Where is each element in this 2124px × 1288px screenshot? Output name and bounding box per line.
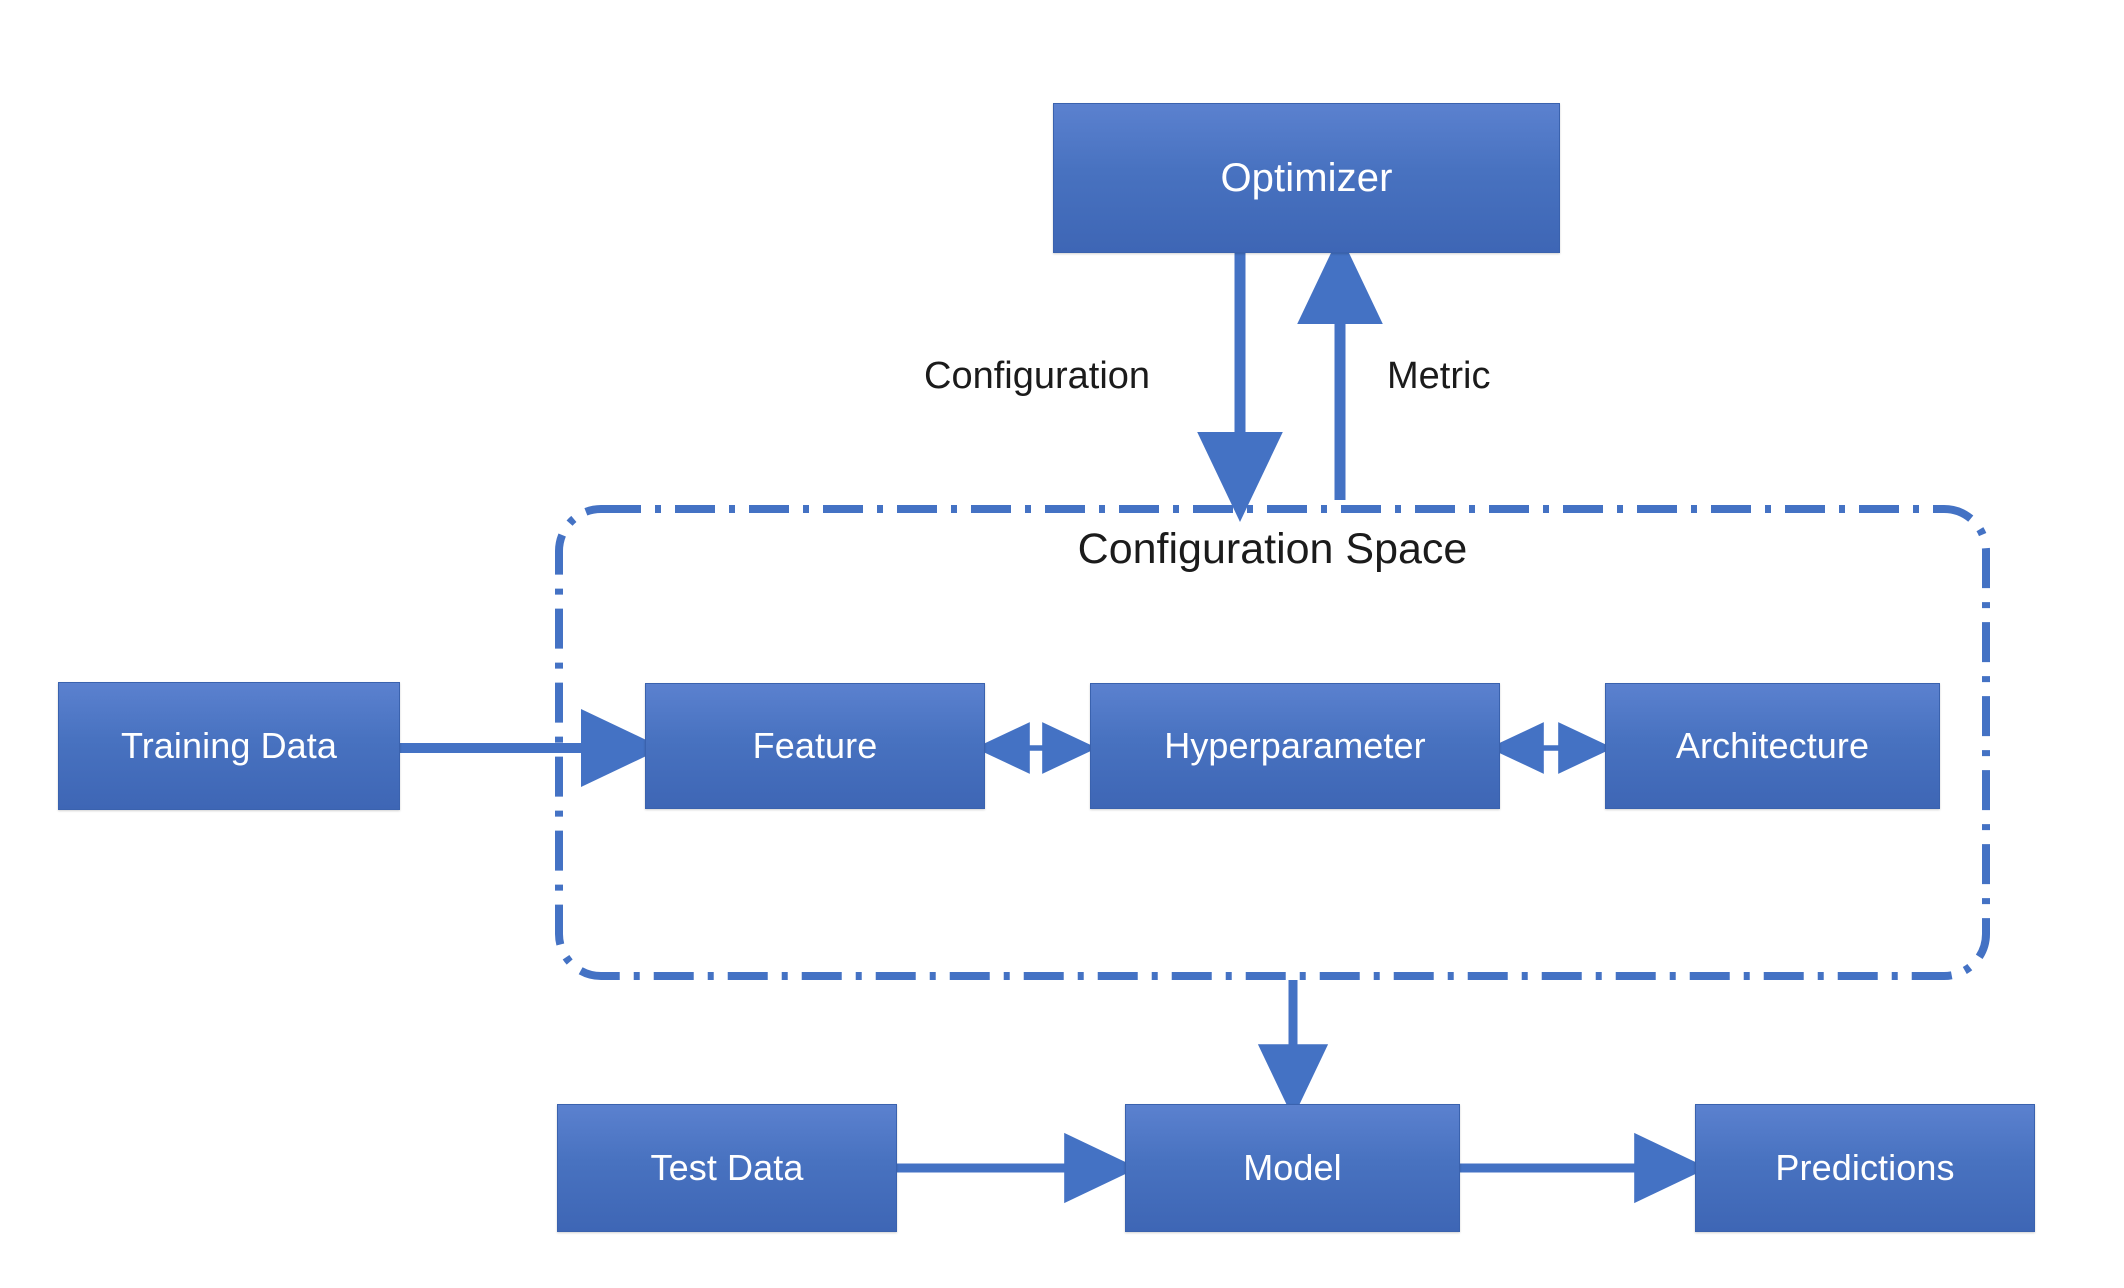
- node-training-data-label: Training Data: [120, 725, 338, 767]
- node-test-data[interactable]: Test Data: [557, 1104, 897, 1232]
- node-architecture[interactable]: Architecture: [1605, 683, 1940, 809]
- edge-label-configuration: Configuration: [924, 355, 1151, 397]
- node-predictions[interactable]: Predictions: [1695, 1104, 2035, 1232]
- node-optimizer-label: Optimizer: [1220, 156, 1393, 200]
- node-feature-label: Feature: [752, 725, 878, 767]
- node-model-label: Model: [1243, 1147, 1342, 1189]
- edge-label-metric: Metric: [1387, 355, 1491, 397]
- configuration-space-title: Configuration Space: [1077, 525, 1468, 573]
- node-predictions-label: Predictions: [1775, 1147, 1955, 1189]
- node-hyperparameter-label: Hyperparameter: [1164, 725, 1426, 767]
- node-test-data-label: Test Data: [650, 1147, 804, 1189]
- node-feature[interactable]: Feature: [645, 683, 985, 809]
- node-training-data[interactable]: Training Data: [58, 682, 400, 810]
- node-architecture-label: Architecture: [1675, 725, 1870, 767]
- node-hyperparameter[interactable]: Hyperparameter: [1090, 683, 1500, 809]
- node-optimizer[interactable]: Optimizer: [1053, 103, 1560, 253]
- node-model[interactable]: Model: [1125, 1104, 1460, 1232]
